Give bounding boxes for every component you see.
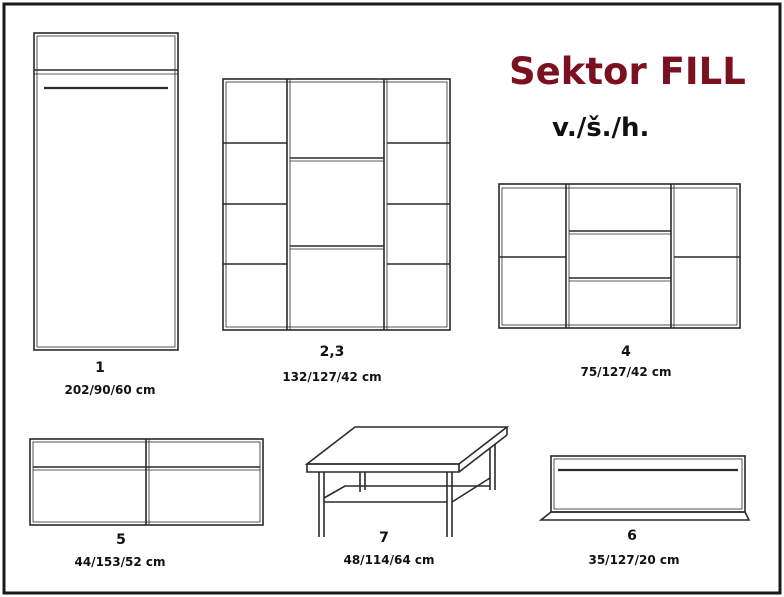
- item-dimensions: 202/90/60 cm: [64, 383, 156, 397]
- item-number: 2,3: [319, 344, 345, 360]
- item-dimensions: 75/127/42 cm: [580, 365, 672, 379]
- low-cabinet-drawing: [29, 438, 264, 526]
- dimension-legend: v./š./h.: [552, 113, 650, 143]
- item-number: 4: [621, 344, 631, 360]
- wardrobe-drawing: [33, 32, 179, 351]
- item-dimensions: 44/153/52 cm: [74, 555, 166, 569]
- coffee-table-drawing: [304, 426, 510, 537]
- shelving-unit-drawing: [222, 78, 451, 331]
- item-dimensions: 132/127/42 cm: [282, 370, 382, 384]
- item-number: 6: [627, 528, 637, 544]
- wall-shelf-drawing: [538, 455, 751, 521]
- sideboard-drawing: [498, 183, 741, 329]
- page-title: Sektor FILL: [509, 50, 746, 93]
- item-number: 7: [379, 530, 389, 546]
- item-number: 5: [116, 532, 126, 548]
- item-dimensions: 48/114/64 cm: [343, 553, 435, 567]
- item-dimensions: 35/127/20 cm: [588, 553, 680, 567]
- item-number: 1: [95, 360, 105, 376]
